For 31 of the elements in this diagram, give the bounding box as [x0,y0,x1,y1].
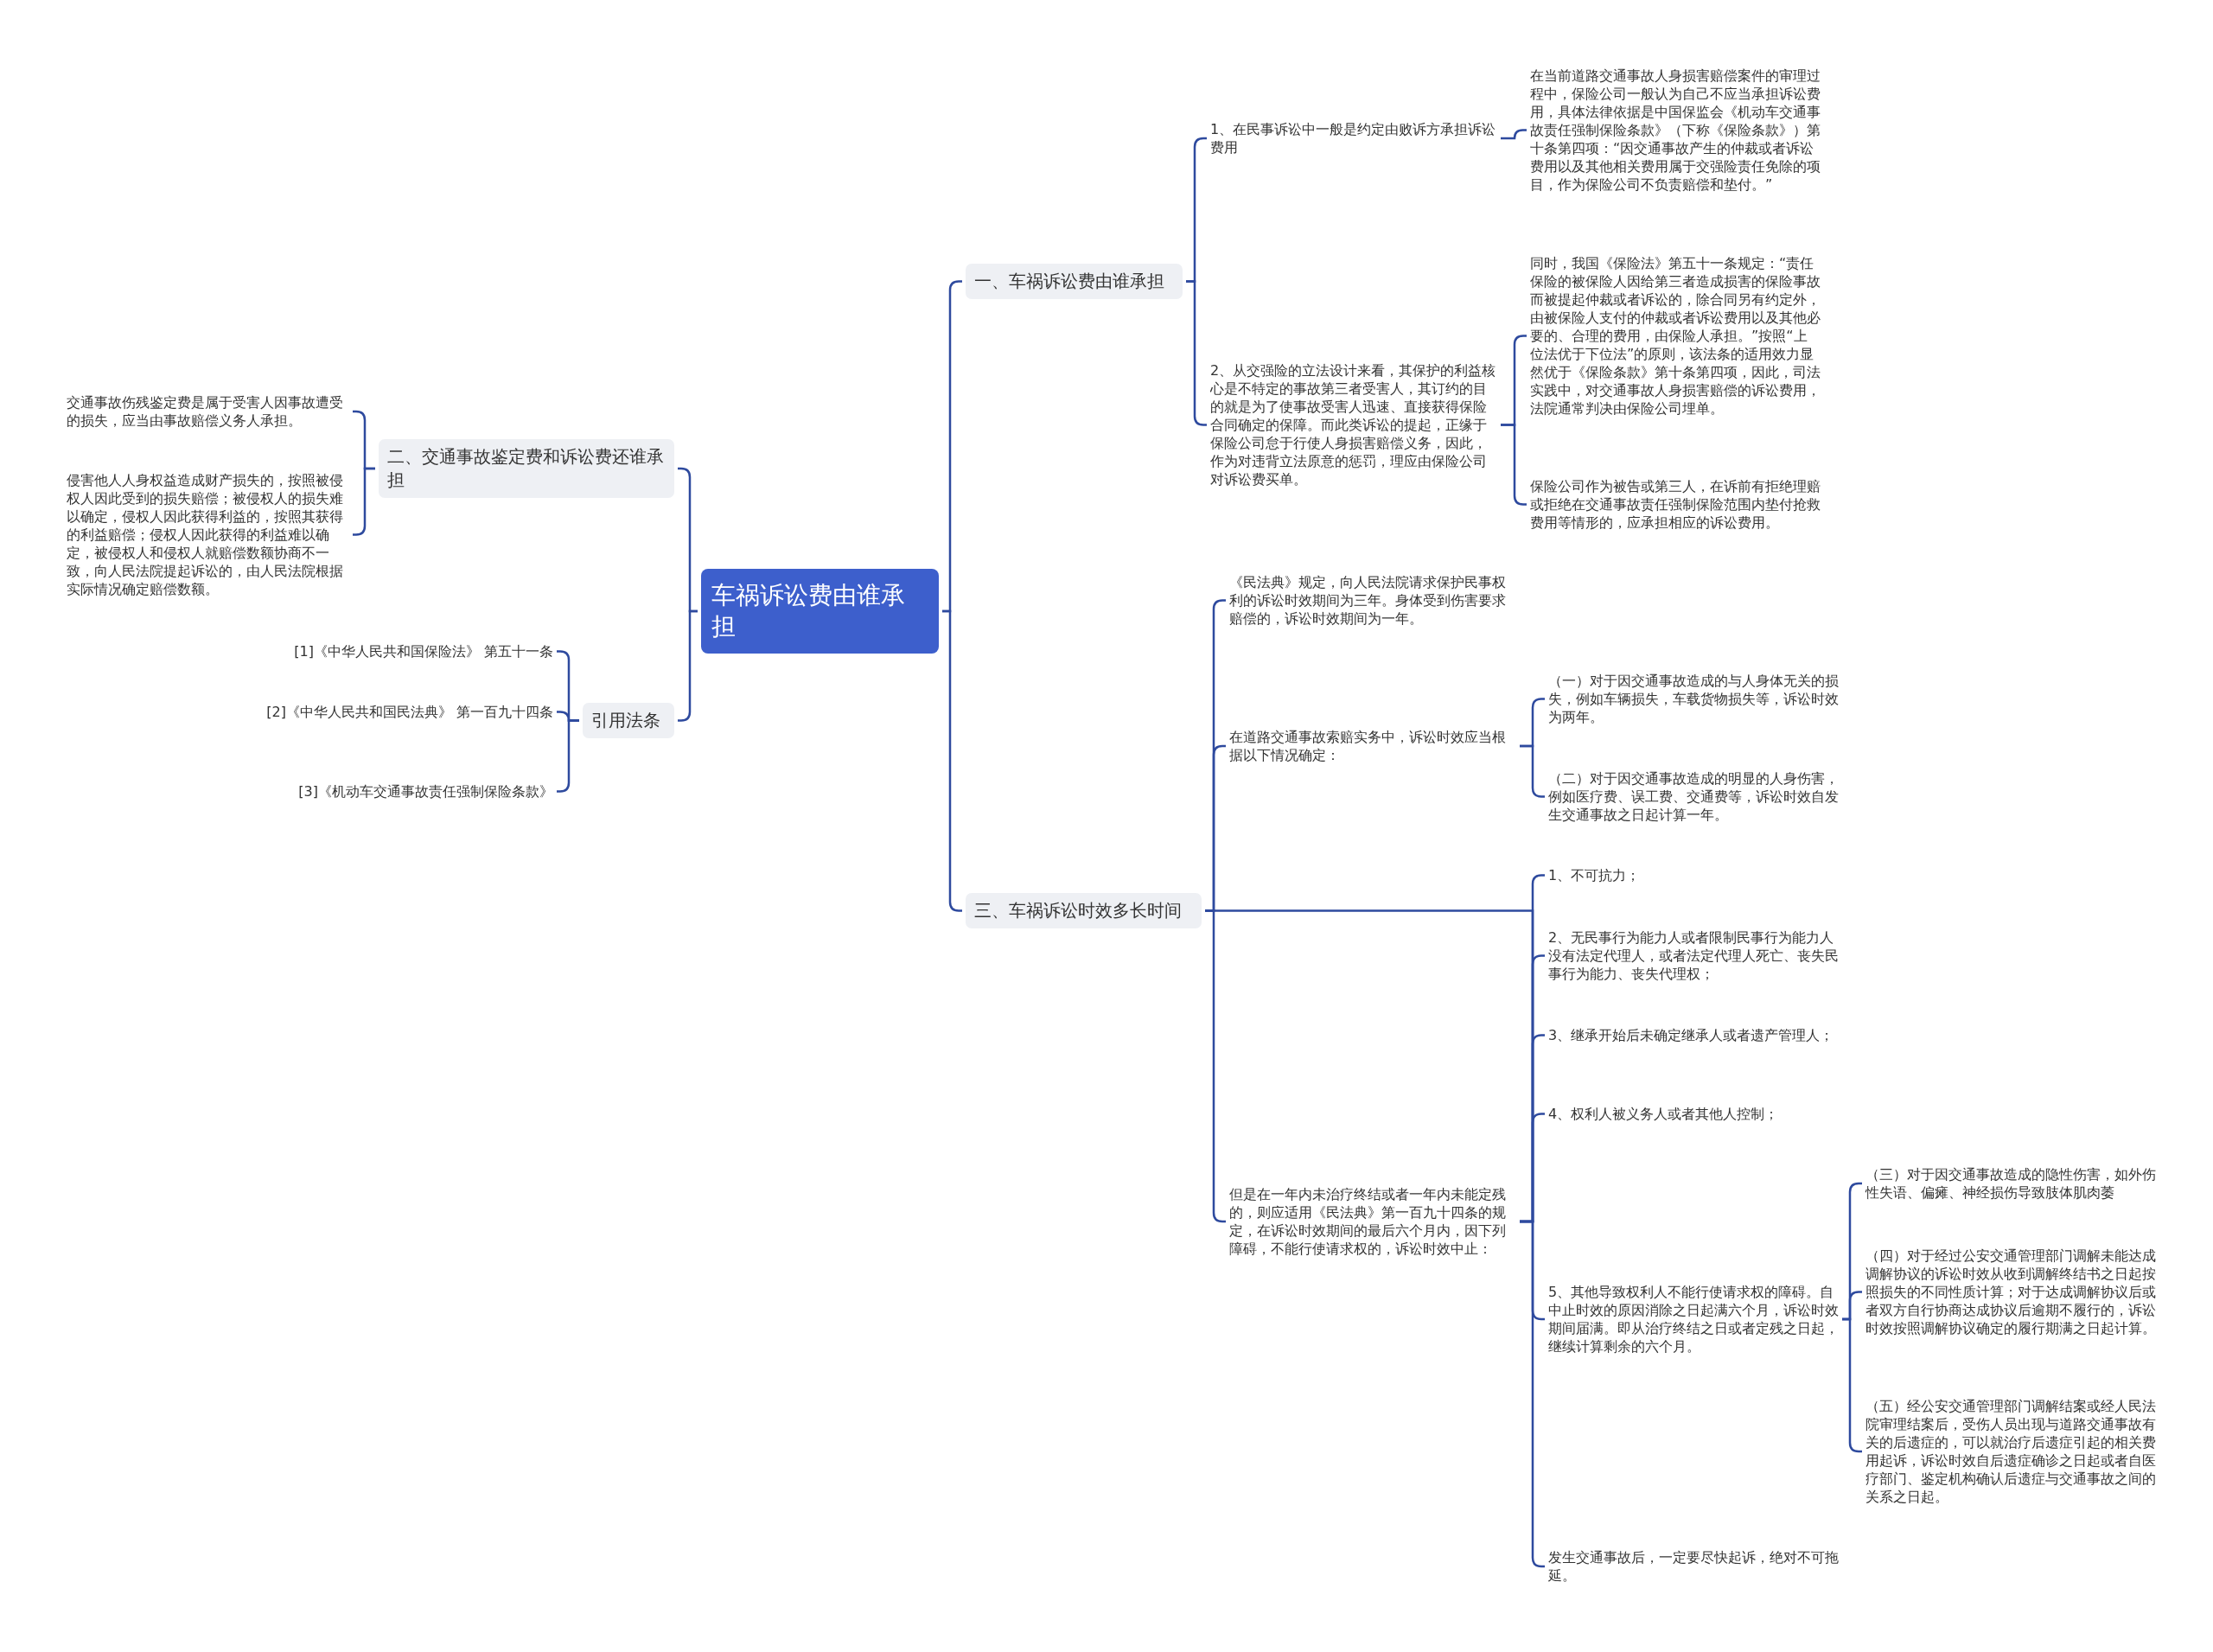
branch-text: 5、其他导致权利人不能行使请求权的障碍。自中止时效的原因消除之日起满六个月，诉讼时效期间届满。即从治疗终结之日或者定残之日起，继续计算剩余的六个月。 [1548,1283,1839,1355]
branch-text: （一）对于因交通事故造成的与人身体无关的损失，例如车辆损失，车载货物损失等，诉讼时效为两年。 [1548,672,1839,726]
connector-line [1501,129,1527,140]
citation-text: [3]《机动车交通事故责任强制保险条款》 [259,782,553,800]
branch-text: （四）对于经过公安交通管理部门调解未能达成调解协议的诉讼时效从收到调解终结书之日起按照损失的不同性质计算；对于达成调解协议后或者双方自行协商达成协议后逾期不履行的，诉讼时效按照调解协议确定的履行期满之日起计算。 [1865,1247,2156,1337]
branch-text: 1、不可抗力； [1548,866,1839,884]
central-topic-box: 车祸诉讼费由谁承担 [701,569,939,654]
citation-text: [1]《中华人民共和国保险法》 第五十一条 [259,642,553,660]
branch-text: （二）对于因交通事故造成的明显的人身伤害，例如医疗费、误工费、交通费等，诉讼时效自发生交通事故之日起计算一年。 [1548,769,1839,824]
topic-box: 一、车祸诉讼费由谁承担 [966,264,1183,299]
connector-line [1520,1220,1545,1321]
branch-text: 《民法典》规定，向人民法院请求保护民事权利的诉讼时效期间为三年。身体受到伤害要求赔偿的，诉讼时效期间为一年。 [1229,573,1516,628]
branch-text: 在道路交通事故索赔实务中，诉讼时效应当根据以下情况确定： [1229,728,1516,764]
branch-text: （五）经公安交通管理部门调解结案或经人民法院审理结案后，受伤人员出现与道路交通事故有关的后遗症的，可以就治疗后遗症引起的相关费用起诉，诉讼时效自后遗症确诊之日起或者自医疗部门、鉴定机构确认后遗症与交通事故之间的关系之日起。 [1865,1397,2156,1506]
topic-box: 二、交通事故鉴定费和诉讼费还谁承担 [379,439,674,498]
branch-text: 侵害他人人身权益造成财产损失的，按照被侵权人因此受到的损失赔偿；被侵权人的损失难以确定，侵权人因此获得利益的，按照其获得的利益赔偿；侵权人因此获得的利益难以确定，被侵权人和侵权人就赔偿数额协商不一致，向人民法院提起诉讼的，由人民法院根据实际情况确定赔偿数额。 [67,471,349,598]
branch-text: 1、在民事诉讼中一般是约定由败诉方承担诉讼费用 [1210,120,1497,156]
topic-box: 三、车祸诉讼时效多长时间 [966,893,1202,928]
branch-text: 2、无民事行为能力人或者限制民事行为能力人没有法定代理人，或者法定代理人死亡、丧失民事行为能力、丧失代理权； [1548,928,1839,983]
topic-box: 引用法条 [583,703,674,738]
branch-text: 保险公司作为被告或第三人，在诉前有拒绝理赔或拒绝在交通事故责任强制保险范围内垫付抢救费用等情形的，应承担相应的诉讼费用。 [1530,477,1821,532]
branch-text: 交通事故伤残鉴定费是属于受害人因事故遭受的损失，应当由事故赔偿义务人承担。 [67,393,349,430]
branch-text: 2、从交强险的立法设计来看，其保护的利益核心是不特定的事故第三者受害人，其订约的目的就是为了使事故受害人迅速、直接获得保险合同确定的保障。而此类诉讼的提起，正缘于保险公司怠于行使人身损害赔偿义务，因此，作为对违背立法原意的惩罚，理应由保险公司对诉讼费买单。 [1210,361,1497,488]
branch-text: 在当前道路交通事故人身损害赔偿案件的审理过程中，保险公司一般认为自己不应当承担诉讼费用，具体法律依据是中国保监会《机动车交通事故责任强制保险条款》（下称《保险条款》）第十条第四项：“因交通事故产生的仲裁或者诉讼费用以及其他相关费用属于交强险责任免除的项目，作为保险公司不负责赔偿和垫付。” [1530,67,1821,194]
branch-text: 但是在一年内未治疗终结或者一年内未能定残的，则应适用《民法典》第一百九十四条的规定，在诉讼时效期间的最后六个月内，因下列障碍，不能行使请求权的，诉讼时效中止： [1229,1185,1516,1258]
branch-text: 发生交通事故后，一定要尽快起诉，绝对不可拖延。 [1548,1548,1839,1585]
citation-text: [2]《中华人民共和国民法典》 第一百九十四条 [259,703,553,721]
branch-text: 4、权利人被义务人或者其他人控制； [1548,1105,1839,1123]
branch-text: 3、继承开始后未确定继承人或者遗产管理人； [1548,1026,1839,1044]
branch-text: 同时，我国《保险法》第五十一条规定：“责任保险的被保险人因给第三者造成损害的保险事故而被提起仲裁或者诉讼的，除合同另有约定外，由被保险人支付的仲裁或者诉讼费用以及其他必要的、合理的费用，由保险人承担。”按照“上位法优于下位法”的原则，该法条的适用效力显然优于《保险条款》第十条第四项，因此，司法实践中，对交通事故人身损害赔偿的诉讼费用，法院通常判决由保险公司埋单。 [1530,254,1821,418]
branch-text: （三）对于因交通事故造成的隐性伤害，如外伤性失语、偏瘫、神经损伤导致肢体肌肉萎 [1865,1165,2156,1202]
